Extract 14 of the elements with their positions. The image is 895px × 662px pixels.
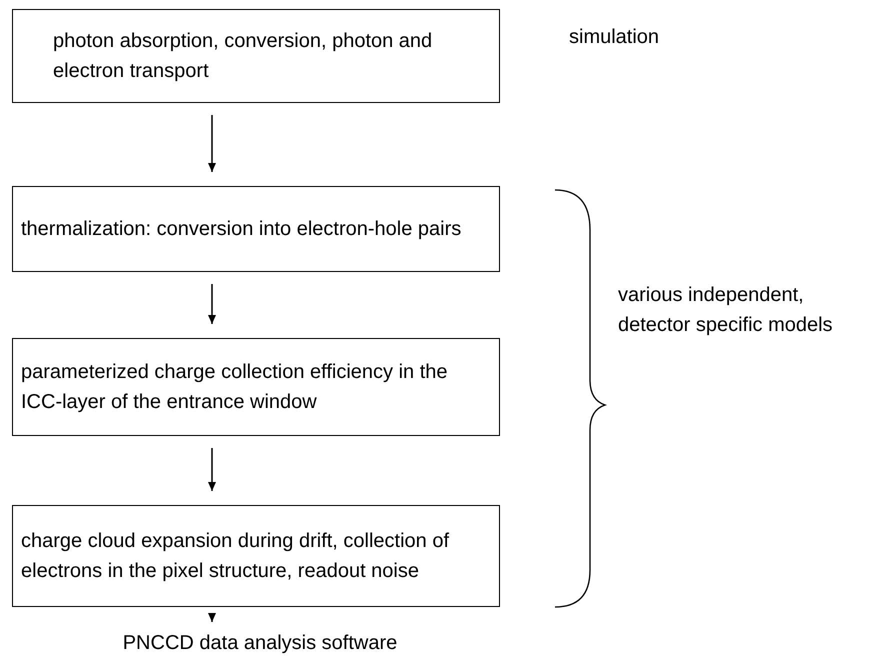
node-text: thermalization: conversion into electron-hole pairs <box>21 217 462 242</box>
process-box <box>12 338 500 436</box>
arrow <box>208 115 216 172</box>
process-box <box>12 186 500 272</box>
arrow <box>208 613 216 622</box>
node-text: photon absorption, conversion, photon and electron transport <box>53 29 434 84</box>
beside-text: simulation <box>569 25 660 50</box>
node-text: parameterized charge collection efficiency in the ICC-layer of the entrance window <box>21 360 449 415</box>
arrow <box>208 284 216 324</box>
arrow <box>208 448 216 491</box>
annotation-text: various independent, detector specific models <box>618 283 834 338</box>
node-text: PNCCD data analysis software <box>122 631 398 656</box>
node-text: charge cloud expansion during drift, collection of electrons in the pixel structure, readout noise <box>21 529 450 584</box>
process-box <box>12 505 500 607</box>
